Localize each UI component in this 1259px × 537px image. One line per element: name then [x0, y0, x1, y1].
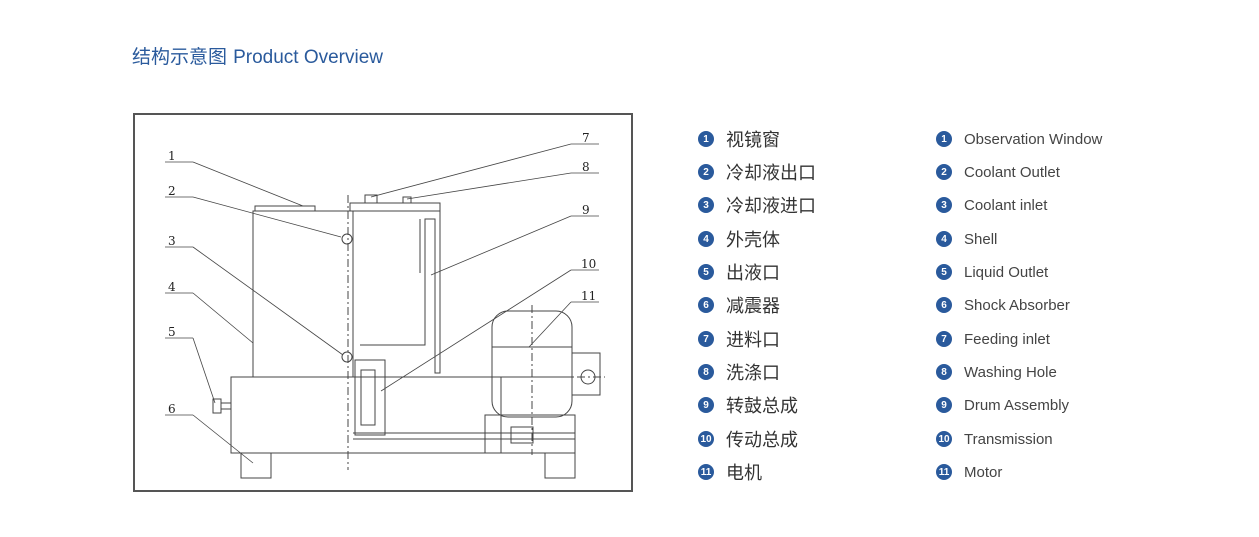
- number-badge: 4: [936, 231, 952, 247]
- legend-cn-item: 10 传动总成: [698, 427, 798, 451]
- legend-en-item: 3 Coolant inlet: [936, 193, 1047, 217]
- motor-end: [571, 352, 601, 396]
- callout-3: 3: [168, 234, 176, 248]
- number-badge: 11: [936, 464, 952, 480]
- feed-inlet: [364, 194, 378, 204]
- legend-label: Washing Hole: [964, 363, 1057, 381]
- bearing-block: [354, 359, 386, 436]
- legend-en-item: 10 Transmission: [936, 427, 1053, 451]
- top-cover: [254, 205, 316, 212]
- number-badge: 8: [936, 364, 952, 380]
- number-badge: 4: [698, 231, 714, 247]
- legend-label: Shell: [964, 230, 998, 248]
- number-badge: 3: [936, 197, 952, 213]
- legend-label: 进料口: [726, 330, 780, 351]
- legend-en-item: 7 Feeding inlet: [936, 327, 1050, 351]
- legend-label: 洗涤口: [726, 363, 780, 384]
- legend-en-item: 5 Liquid Outlet: [936, 260, 1048, 284]
- number-badge: 7: [936, 331, 952, 347]
- legend-cn-item: 5 出液口: [698, 260, 780, 284]
- legend-cn-item: 6 减震器: [698, 293, 780, 317]
- callout-5: 5: [168, 325, 176, 339]
- number-badge: 8: [698, 364, 714, 380]
- motor-frame: [484, 414, 576, 454]
- number-badge: 1: [698, 131, 714, 147]
- legend-en-item: 4 Shell: [936, 227, 997, 251]
- title-cn: 结构示意图: [132, 46, 228, 68]
- number-badge: 5: [936, 264, 952, 280]
- legend-label: Motor: [964, 463, 1003, 481]
- number-badge: 6: [698, 297, 714, 313]
- legend-label: 传动总成: [726, 430, 798, 451]
- legend-label: Shock Absorber: [964, 296, 1070, 314]
- number-badge: 3: [698, 197, 714, 213]
- number-badge: 9: [698, 397, 714, 413]
- callout-8: 8: [582, 160, 590, 174]
- left-foot: [240, 452, 272, 479]
- number-badge: 2: [698, 164, 714, 180]
- liquid-outlet: [212, 398, 222, 414]
- legend-en-item: 6 Shock Absorber: [936, 293, 1070, 317]
- machine-drawing: 1 2 3 4 5 6 7 8 9 10 11: [165, 131, 605, 479]
- legend-label: 减震器: [726, 296, 780, 317]
- legend-en-item: 9 Drum Assembly: [936, 393, 1069, 417]
- legend-label: 出液口: [726, 263, 780, 284]
- page-title: 结构示意图 Product Overview: [132, 42, 383, 69]
- legend-label: Coolant inlet: [964, 196, 1048, 214]
- legend-cn-item: 11 电机: [698, 460, 762, 484]
- top-lid: [349, 202, 441, 212]
- callout-7: 7: [582, 131, 590, 145]
- structure-diagram: 1 2 3 4 5 6 7 8 9 10 11: [133, 113, 633, 492]
- callout-6: 6: [168, 402, 176, 416]
- number-badge: 11: [698, 464, 714, 480]
- legend-cn-item: 3 冷却液进口: [698, 193, 816, 217]
- legend-cn-item: 7 进料口: [698, 327, 780, 351]
- legend-cn-item: 2 冷却液出口: [698, 160, 816, 184]
- legend-label: 转鼓总成: [726, 396, 798, 417]
- number-badge: 10: [698, 431, 714, 447]
- legend-cn-item: 4 外壳体: [698, 227, 780, 251]
- legend-label: 外壳体: [726, 230, 780, 251]
- drum: [350, 210, 441, 374]
- legend-en-item: 11 Motor: [936, 460, 1002, 484]
- number-badge: 10: [936, 431, 952, 447]
- legend-label: Coolant Outlet: [964, 163, 1060, 181]
- title-en: Product Overview: [233, 47, 384, 68]
- number-badge: 5: [698, 264, 714, 280]
- legend-label: 冷却液出口: [726, 163, 816, 184]
- wash-inlet: [402, 196, 412, 204]
- legend-label: Drum Assembly: [964, 396, 1070, 414]
- legend-label: Transmission: [964, 430, 1053, 448]
- callout-1: 1: [168, 149, 176, 163]
- number-badge: 1: [936, 131, 952, 147]
- legend-label: Liquid Outlet: [964, 263, 1049, 281]
- legend-en-item: 8 Washing Hole: [936, 360, 1057, 384]
- legend-label: 冷却液进口: [726, 196, 816, 217]
- legend-en-item: 1 Observation Window: [936, 127, 1102, 151]
- callout-10: 10: [581, 257, 596, 271]
- number-badge: 2: [936, 164, 952, 180]
- legend-cn-item: 9 转鼓总成: [698, 393, 798, 417]
- pulley: [510, 426, 534, 444]
- callout-4: 4: [168, 280, 176, 294]
- coolant-inlet-port: [341, 351, 353, 363]
- legend-label: 电机: [726, 463, 762, 484]
- number-badge: 6: [936, 297, 952, 313]
- legend-label: Feeding inlet: [964, 330, 1050, 348]
- legend-cn-item: 8 洗涤口: [698, 360, 780, 384]
- callout-2: 2: [168, 184, 176, 198]
- callout-11: 11: [581, 289, 596, 303]
- base-housing: [230, 376, 502, 454]
- callout-9: 9: [582, 203, 590, 217]
- legend-label: Observation Window: [964, 130, 1103, 148]
- legend-label: 视镜窗: [726, 130, 780, 151]
- number-badge: 7: [698, 331, 714, 347]
- coolant-outlet-port: [341, 233, 353, 245]
- legend-en-item: 2 Coolant Outlet: [936, 160, 1060, 184]
- number-badge: 9: [936, 397, 952, 413]
- legend-cn-item: 1 视镜窗: [698, 127, 780, 151]
- right-foot: [544, 452, 576, 479]
